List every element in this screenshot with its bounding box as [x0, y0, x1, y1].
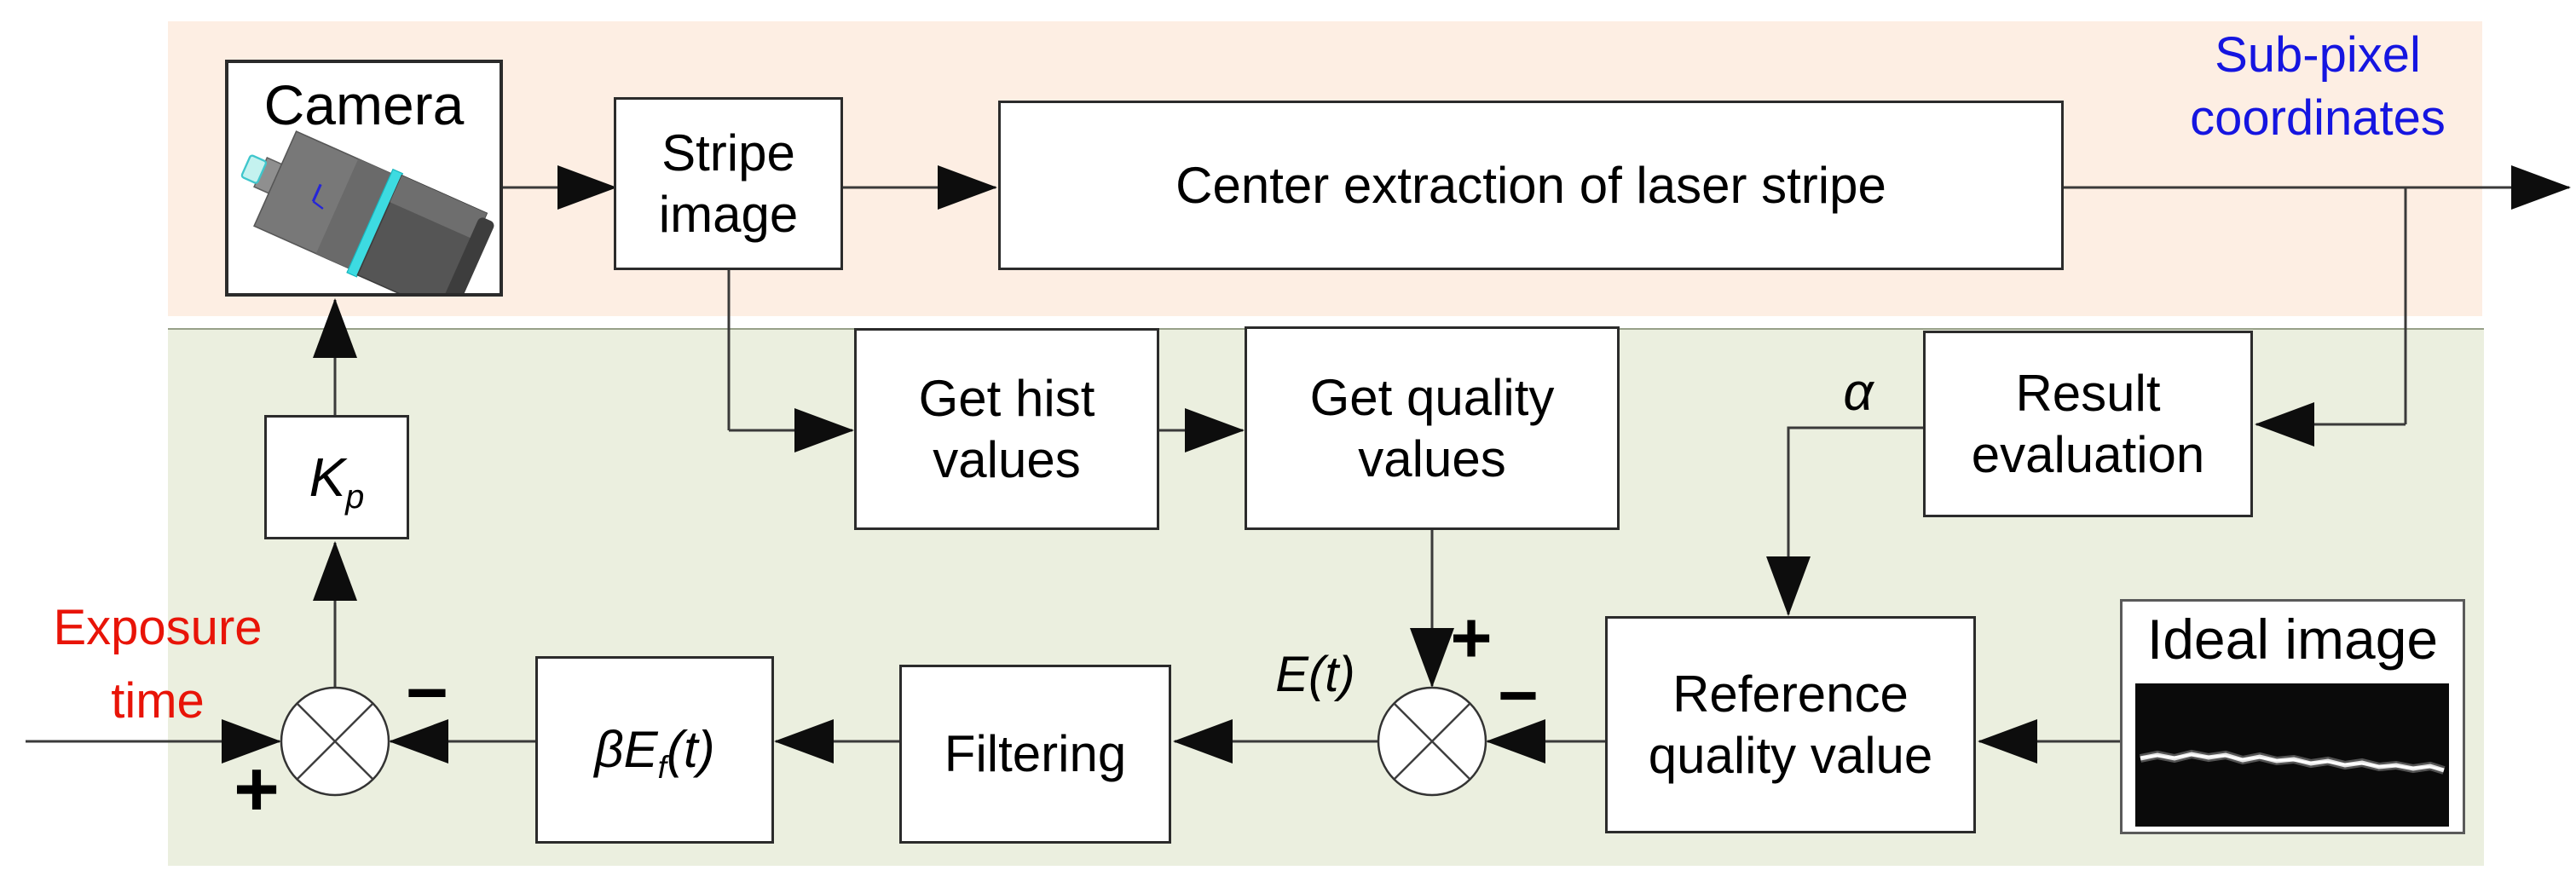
- sum1-plus-sign: +: [234, 745, 280, 833]
- summing-junction-error: [1377, 686, 1487, 797]
- kp-gain-box: Kp: [264, 415, 409, 539]
- exposure-time-label: Exposure time: [53, 600, 263, 729]
- result-evaluation-box: Result evaluation: [1923, 331, 2253, 517]
- get-hist-values-label: Get hist values: [918, 369, 1095, 488]
- filtering-box: Filtering: [899, 665, 1171, 844]
- stripe-image-box: Stripe image: [614, 97, 843, 270]
- error-signal-label: E(t): [1275, 646, 1355, 702]
- kp-gain-label: Kp: [309, 447, 365, 516]
- center-extraction-box: Center extraction of laser stripe: [998, 101, 2064, 270]
- camera-illustration-wrap: Camera: [228, 63, 500, 293]
- get-quality-values-label: Get quality values: [1309, 368, 1555, 487]
- sum1-minus-sign: −: [405, 651, 449, 734]
- get-hist-values-box: Get hist values: [854, 328, 1159, 530]
- camera-label: Camera: [263, 73, 465, 136]
- summing-junction-exposure: [280, 686, 390, 797]
- ideal-image-label: Ideal image: [2146, 608, 2439, 671]
- center-extraction-label: Center extraction of laser stripe: [1175, 156, 1886, 214]
- get-quality-values-box: Get quality values: [1245, 326, 1620, 530]
- beta-feedback-label: βEf(t): [594, 721, 715, 785]
- sum2-plus-sign: +: [1450, 596, 1493, 677]
- reference-quality-label: Reference quality value: [1648, 665, 1933, 784]
- camera-box: Camera: [225, 60, 503, 297]
- alpha-label: α: [1843, 362, 1874, 422]
- ideal-image-box: Ideal image: [2120, 599, 2465, 834]
- subpixel-coordinates-label: Sub-pixel coordinates: [2190, 27, 2446, 146]
- arrow-alpha-to-reference: [1766, 426, 1923, 616]
- camera-icon: [240, 130, 494, 293]
- stripe-image-label: Stripe image: [658, 124, 799, 243]
- laser-stripe-image: [2135, 683, 2449, 827]
- filtering-label: Filtering: [944, 725, 1127, 782]
- beta-feedback-box: βEf(t): [535, 656, 774, 844]
- reference-quality-box: Reference quality value: [1605, 616, 1976, 833]
- sum2-minus-sign: −: [1498, 657, 1539, 735]
- result-evaluation-label: Result evaluation: [1971, 364, 2205, 483]
